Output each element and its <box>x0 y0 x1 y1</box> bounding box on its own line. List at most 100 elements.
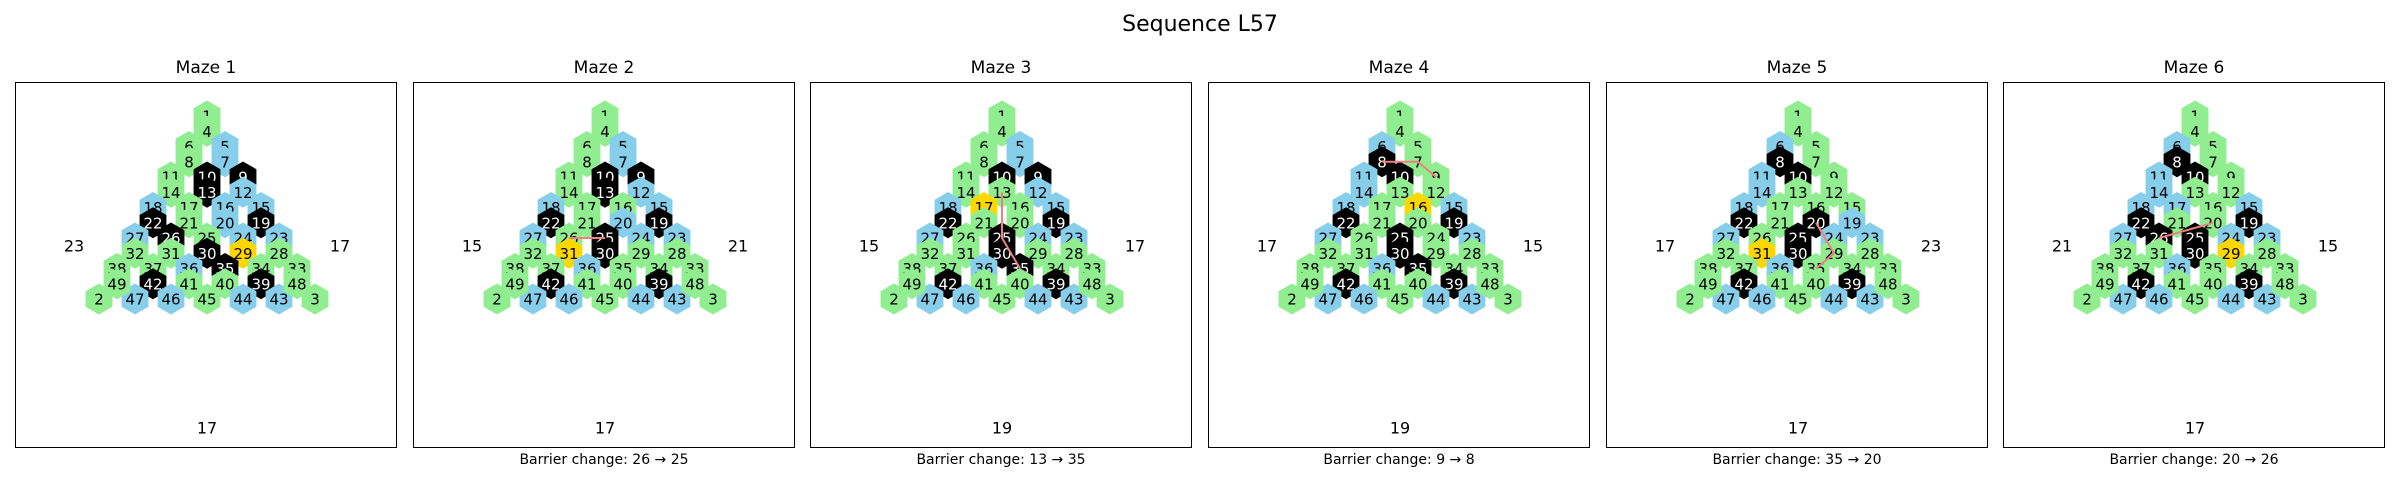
hex-green <box>193 283 221 315</box>
hex-blue <box>157 283 185 315</box>
hex-green <box>591 283 619 315</box>
hex-label: 31 <box>1752 245 1771 263</box>
hex-label: 3 <box>708 291 718 309</box>
hex-label: 13 <box>2185 184 2204 202</box>
hex-label: 41 <box>1372 275 1391 293</box>
hex-cell-45: 45 <box>1386 283 1414 315</box>
bottom-number: 17 <box>1788 419 1808 438</box>
hex-blue <box>229 283 257 315</box>
right-side-number: 17 <box>330 237 350 256</box>
hex-blue <box>2145 283 2173 315</box>
maze-title: Maze 4 <box>1368 58 1430 78</box>
hex-cell-49: 49 <box>898 268 926 300</box>
hex-label: 14 <box>956 184 975 202</box>
hex-label: 21 <box>1770 214 1789 232</box>
hex-label: 40 <box>1806 275 1825 293</box>
hex-label: 14 <box>161 184 180 202</box>
hex-label: 21 <box>179 214 198 232</box>
hex-label: 41 <box>179 275 198 293</box>
hex-label: 32 <box>1318 245 1337 263</box>
hex-label: 43 <box>1462 291 1481 309</box>
hex-label: 41 <box>974 275 993 293</box>
hex-green <box>681 268 709 300</box>
barrier-change-caption: Barrier change: 35 → 20 <box>1712 452 1882 468</box>
hex-label: 4 <box>1793 123 1803 141</box>
hex-label: 32 <box>1716 245 1735 263</box>
hex-blue <box>1820 283 1848 315</box>
hex-label: 45 <box>992 291 1011 309</box>
hex-label: 47 <box>2113 291 2132 309</box>
hex-cell-45: 45 <box>591 283 619 315</box>
hex-label: 46 <box>956 291 975 309</box>
hex-green <box>1386 283 1414 315</box>
hex-blue <box>627 283 655 315</box>
hex-cell-48: 48 <box>681 268 709 300</box>
hex-cell-45: 45 <box>988 283 1016 315</box>
hex-label: 28 <box>2257 245 2276 263</box>
hex-label: 47 <box>1318 291 1337 309</box>
hex-label: 12 <box>233 184 252 202</box>
maze-panel: 1234567891011121314151617181920212223242… <box>1208 82 1590 448</box>
hex-label: 7 <box>1811 153 1821 171</box>
hex-label: 32 <box>523 245 542 263</box>
hex-cell-49: 49 <box>1694 268 1722 300</box>
hex-label: 7 <box>220 153 230 171</box>
hex-label: 47 <box>920 291 939 309</box>
hex-label: 7 <box>618 153 628 171</box>
hex-cell-45: 45 <box>1784 283 1812 315</box>
hex-cell-48: 48 <box>1476 268 1504 300</box>
hex-label: 21 <box>577 214 596 232</box>
hex-label: 20 <box>215 214 234 232</box>
hex-label: 19 <box>251 214 270 232</box>
hex-cell-49: 49 <box>501 268 529 300</box>
barrier-path <box>1815 222 1835 270</box>
hex-label: 48 <box>287 275 306 293</box>
right-side-number: 23 <box>1921 237 1941 256</box>
right-side-number: 17 <box>1125 237 1145 256</box>
hex-label: 8 <box>979 153 989 171</box>
hex-label: 32 <box>920 245 939 263</box>
left-side-number: 23 <box>64 237 84 256</box>
hex-cell-48: 48 <box>1078 268 1106 300</box>
hex-label: 44 <box>1426 291 1445 309</box>
hex-label: 30 <box>992 245 1011 263</box>
hex-cell-44: 44 <box>1422 283 1450 315</box>
hex-label: 47 <box>125 291 144 309</box>
hex-label: 22 <box>143 214 162 232</box>
barrier-path <box>2158 221 2214 239</box>
hex-blue <box>952 283 980 315</box>
hex-cell-49: 49 <box>2091 268 2119 300</box>
barrier-change-caption: Barrier change: 13 → 35 <box>916 452 1086 468</box>
hex-cell-44: 44 <box>2217 283 2245 315</box>
hex-label: 44 <box>233 291 252 309</box>
hex-cell-46: 46 <box>555 283 583 315</box>
hex-label: 3 <box>1901 291 1911 309</box>
hex-cell-46: 46 <box>157 283 185 315</box>
hex-label: 29 <box>2221 245 2240 263</box>
hex-label: 46 <box>559 291 578 309</box>
hex-label: 39 <box>2239 275 2258 293</box>
hex-label: 43 <box>1860 291 1879 309</box>
hex-cell-45: 45 <box>2181 283 2209 315</box>
hex-label: 28 <box>1064 245 1083 263</box>
hex-label: 31 <box>2149 245 2168 263</box>
hex-label: 12 <box>1824 184 1843 202</box>
hex-label: 45 <box>1390 291 1409 309</box>
hex-label: 29 <box>1028 245 1047 263</box>
hex-label: 49 <box>107 275 126 293</box>
hex-label: 45 <box>197 291 216 309</box>
maze-grid: 1234567891011121314151617181920212223242… <box>1655 100 1941 438</box>
hex-label: 20 <box>613 214 632 232</box>
maze-grid: 1234567891011121314151617181920212223242… <box>2052 100 2338 438</box>
maze-panel: 1234567891011121314151617181920212223242… <box>810 82 1192 448</box>
hex-cell-49: 49 <box>1296 268 1324 300</box>
hex-label: 4 <box>202 123 212 141</box>
maze-panel: 1234567891011121314151617181920212223242… <box>1606 82 1988 448</box>
hex-label: 42 <box>1336 275 1355 293</box>
hex-label: 21 <box>1372 214 1391 232</box>
hex-label: 2 <box>2082 291 2092 309</box>
hex-label: 3 <box>310 291 320 309</box>
hex-label: 31 <box>1354 245 1373 263</box>
hex-label: 30 <box>2185 245 2204 263</box>
hex-label: 48 <box>2275 275 2294 293</box>
